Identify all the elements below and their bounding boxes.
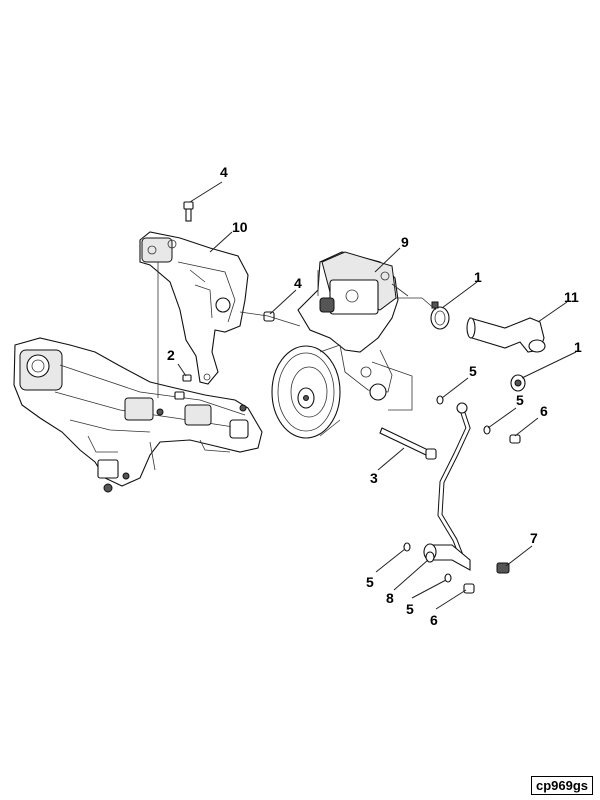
bolt-2 [174, 374, 192, 400]
seal-5-c [403, 542, 411, 552]
callout-5-b: 5 [516, 392, 524, 408]
leader-lines [157, 181, 577, 610]
callout-6-b: 6 [430, 612, 438, 628]
callout-5-a: 5 [469, 363, 477, 379]
callout-10: 10 [232, 219, 248, 235]
clamp-1-lower [510, 374, 526, 392]
callout-1-lower: 1 [574, 339, 582, 355]
callout-8: 8 [386, 590, 394, 606]
bolt-6-a [509, 434, 521, 444]
callout-3: 3 [370, 470, 378, 486]
callout-5-d: 5 [406, 601, 414, 617]
bolt-6-b [463, 583, 475, 594]
banjo-8 [425, 551, 435, 563]
callout-11: 11 [564, 289, 579, 305]
callout-6-a: 6 [540, 403, 548, 419]
hose-11 [466, 317, 546, 353]
callout-2: 2 [167, 347, 175, 363]
callout-4-upper: 4 [220, 164, 228, 180]
engine-manifold [13, 337, 263, 493]
callout-5-c: 5 [366, 574, 374, 590]
seal-5-d [444, 573, 452, 583]
callout-7: 7 [530, 530, 538, 546]
bolt-4-upper [183, 201, 194, 222]
clamp-1-upper [430, 301, 450, 330]
air-compressor [271, 251, 409, 439]
mounting-bracket [139, 231, 249, 385]
seal-5-a [436, 395, 444, 405]
callout-1-upper: 1 [474, 269, 482, 285]
callout-4-right: 4 [294, 275, 302, 291]
callout-9: 9 [401, 234, 409, 250]
figure-code-label: cp969gs [531, 776, 594, 795]
oil-pipe [423, 402, 471, 571]
bolt-3 [379, 427, 437, 460]
